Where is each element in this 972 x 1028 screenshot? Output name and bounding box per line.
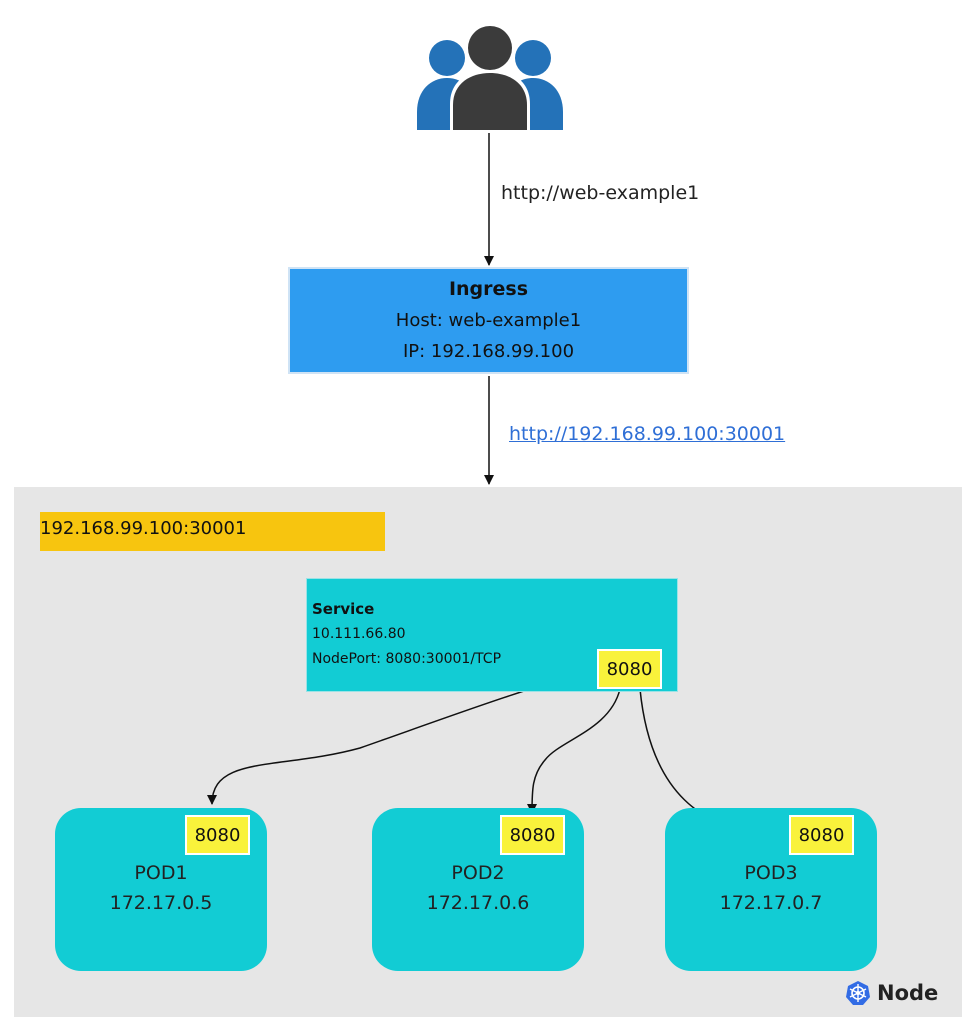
edge-label-http-host: http://web-example1 <box>501 182 700 204</box>
service-nodeport: NodePort: 8080:30001/TCP <box>312 651 502 667</box>
edge-link-nodeport-url[interactable]: http://192.168.99.100:30001 <box>509 423 786 445</box>
node-badge-label: Node <box>877 981 939 1005</box>
ingress-ip: IP: 192.168.99.100 <box>402 341 575 362</box>
service-cluster-ip: 10.111.66.80 <box>312 626 406 642</box>
pod-ip: 172.17.0.7 <box>719 892 823 914</box>
pod-port-badge: 8080 <box>185 815 250 855</box>
node-address-label: 192.168.99.100:30001 <box>40 512 385 551</box>
service-title: Service <box>312 600 375 618</box>
edge-service-to-pod2 <box>527 688 621 814</box>
pod-port-badge: 8080 <box>789 815 854 855</box>
users-group-icon <box>417 23 563 130</box>
node-badge: Node <box>845 980 938 1006</box>
pod-name: POD3 <box>744 862 798 884</box>
ingress-title: Ingress <box>448 278 529 300</box>
pod-ip: 172.17.0.6 <box>426 892 530 914</box>
pod-port-badge: 8080 <box>500 815 565 855</box>
pod-name: POD2 <box>451 862 505 884</box>
ingress-box: Ingress Host: web-example1 IP: 192.168.9… <box>288 267 689 374</box>
ingress-host: Host: web-example1 <box>395 310 582 331</box>
service-port-badge: 8080 <box>597 649 662 689</box>
pod-name: POD1 <box>134 862 188 884</box>
kubernetes-helm-icon <box>846 981 870 1005</box>
pod-ip: 172.17.0.5 <box>109 892 213 914</box>
